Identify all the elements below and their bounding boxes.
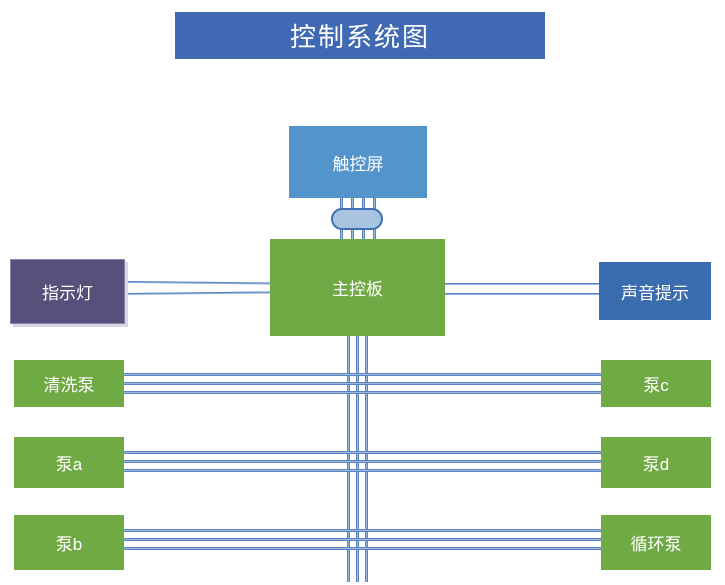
- node-pump-a[interactable]: 泵a: [14, 437, 124, 488]
- wire-indicator-main-1: [123, 281, 273, 285]
- wire-row1-1: [124, 373, 602, 376]
- wire-row1-3: [124, 391, 602, 394]
- wire-main-sound-1: [445, 283, 600, 285]
- node-touchscreen[interactable]: 触控屏: [289, 126, 427, 198]
- wire-row2-2: [124, 460, 602, 463]
- bus-vertical-2: [356, 336, 359, 582]
- bus-vertical-1: [347, 336, 350, 582]
- wire-row2-1: [124, 451, 602, 454]
- node-circulation-pump[interactable]: 循环泵: [601, 515, 711, 570]
- node-pump-d[interactable]: 泵d: [601, 437, 711, 488]
- node-indicator-light[interactable]: 指示灯: [10, 259, 125, 324]
- wire-row3-1: [124, 529, 602, 532]
- node-pump-c[interactable]: 泵c: [601, 360, 711, 407]
- wire-row3-3: [124, 547, 602, 550]
- bus-vertical-3: [365, 336, 368, 582]
- wire-row1-2: [124, 382, 602, 385]
- diagram-title: 控制系统图: [175, 12, 545, 59]
- wire-main-sound-2: [445, 293, 600, 295]
- wire-indicator-main-2: [123, 291, 273, 295]
- wire-row3-2: [124, 538, 602, 541]
- cable-connector-icon: [331, 208, 383, 230]
- node-sound-prompt[interactable]: 声音提示: [599, 262, 711, 320]
- node-main-board[interactable]: 主控板: [270, 239, 445, 336]
- wire-row2-3: [124, 469, 602, 472]
- node-pump-b[interactable]: 泵b: [14, 515, 124, 570]
- node-wash-pump[interactable]: 清洗泵: [14, 360, 124, 407]
